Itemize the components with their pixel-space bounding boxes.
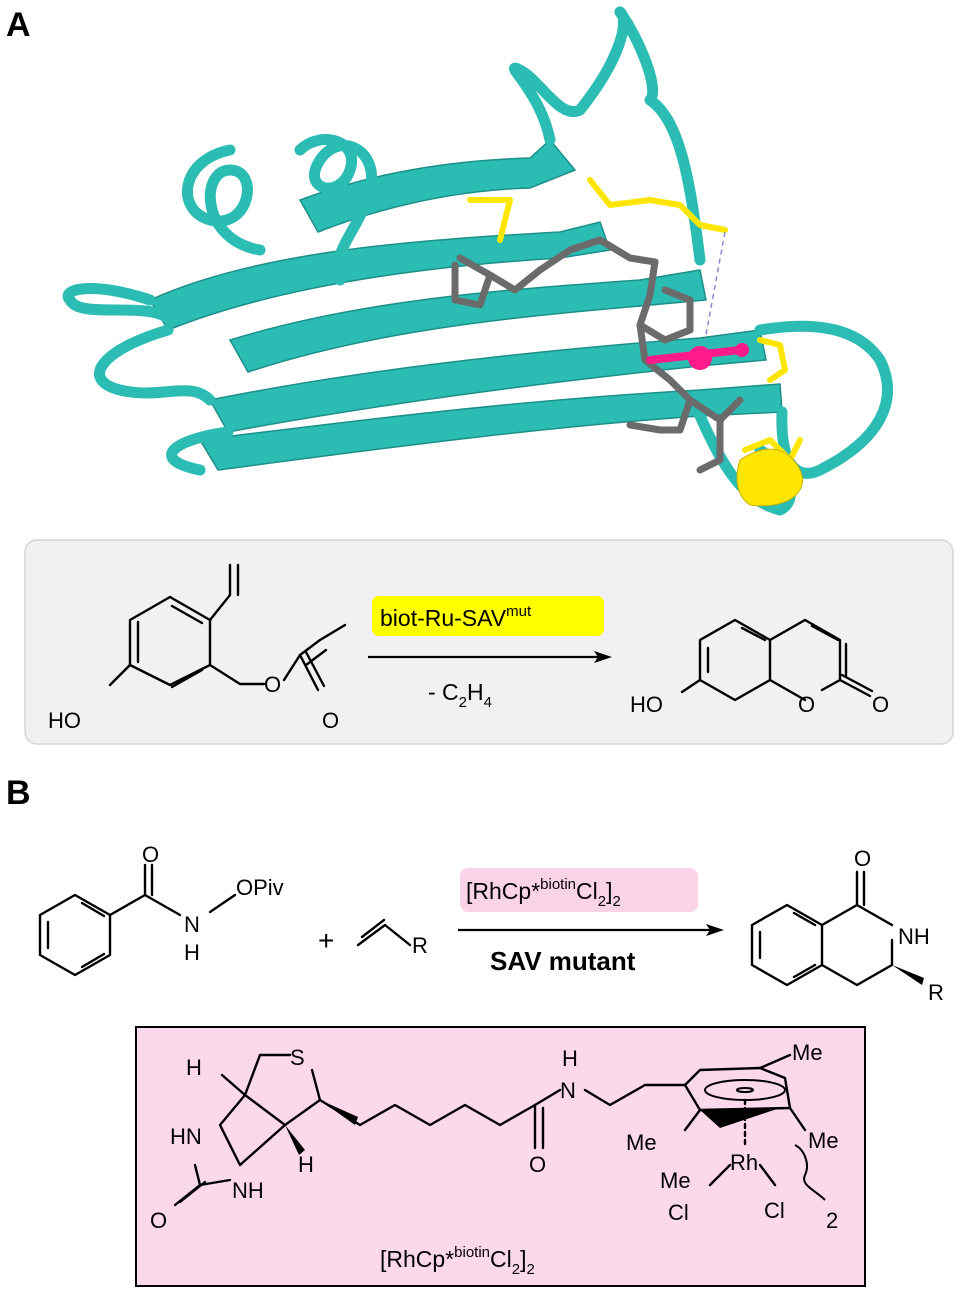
loop-top-1 xyxy=(509,6,630,146)
reaction-b-arrowhead xyxy=(706,924,724,936)
residue-helix-yellow xyxy=(736,448,803,507)
reaction-a-arrowhead xyxy=(594,651,612,663)
product-a-ring-o: O xyxy=(798,692,815,717)
complex-me2: Me xyxy=(626,1130,657,1155)
loop-helix-left xyxy=(181,144,266,256)
residue-right xyxy=(757,337,788,383)
sm-b-h: H xyxy=(184,940,200,965)
complex-s: S xyxy=(290,1045,305,1070)
cp-wedge xyxy=(700,1108,780,1128)
product-b-nh: NH xyxy=(898,924,930,949)
hbond-dashed xyxy=(704,231,726,341)
complex-wedge-chain xyxy=(320,1100,358,1125)
ru-ligand-atom xyxy=(735,343,749,357)
protein-structure xyxy=(62,6,893,516)
substrate-a-ester-o: O xyxy=(264,672,281,697)
sm-b-n: N xyxy=(184,912,200,937)
complex-dimer: 2 xyxy=(826,1208,838,1233)
substrate-a xyxy=(108,563,347,692)
byproduct-a: - C2H4 xyxy=(428,679,492,711)
alkene-b xyxy=(356,918,412,947)
beta-strand-3 xyxy=(208,329,767,433)
ru-ligand-bonds xyxy=(646,346,744,364)
reagent-b-label: [RhCp*biotinCl2]2 xyxy=(466,876,621,910)
complex-nh: NH xyxy=(232,1178,264,1203)
complex-me1: Me xyxy=(792,1040,823,1065)
residue-top xyxy=(467,177,728,243)
complex-h2: H xyxy=(298,1152,314,1177)
product-b-r: R xyxy=(928,980,944,1005)
catalyst-a-label: biot-Ru-SAVmut xyxy=(380,603,532,631)
starting-material-b xyxy=(38,863,237,977)
product-b-carbonyl-o: O xyxy=(854,846,871,871)
loop-top-2 xyxy=(614,6,706,266)
sm-b-opiv: OPiv xyxy=(236,875,284,900)
catalyst-a-highlight xyxy=(372,596,604,636)
complex-box xyxy=(135,1026,866,1287)
loop-left xyxy=(62,283,176,326)
complex-h1: H xyxy=(186,1055,202,1080)
complex-cl2: Cl xyxy=(764,1198,785,1223)
complex-hn: HN xyxy=(170,1124,202,1149)
biotin-rh-complex xyxy=(173,1053,826,1207)
ligand-biotin xyxy=(451,236,659,309)
product-b-wedge xyxy=(892,965,924,985)
alkene-r: R xyxy=(412,933,428,958)
product-a xyxy=(680,618,874,702)
plus-sign: + xyxy=(318,925,334,956)
reagent-b-highlight xyxy=(460,868,698,912)
ligand-aryl xyxy=(626,258,744,474)
sm-b-carbonyl-o: O xyxy=(142,842,159,867)
product-b xyxy=(750,870,894,987)
loop-helix-mid xyxy=(294,134,377,286)
complex-wedge-h xyxy=(285,1125,305,1155)
complex-amide-n: N xyxy=(560,1078,576,1103)
product-a-ho: HO xyxy=(630,692,663,717)
substrate-a-ho: HO xyxy=(48,708,81,733)
complex-me3: Me xyxy=(808,1128,839,1153)
complex-me4: Me xyxy=(660,1168,691,1193)
complex-amide-o: O xyxy=(529,1152,546,1177)
complex-o: O xyxy=(150,1208,167,1233)
loop-bottom xyxy=(166,426,234,476)
complex-caption: [RhCp*biotinCl2]2 xyxy=(380,1244,535,1278)
panel-b-label: B xyxy=(6,774,31,812)
complex-rh: Rh xyxy=(730,1150,758,1175)
beta-strand-2 xyxy=(228,269,707,373)
product-a-carbonyl-o: O xyxy=(872,692,889,717)
loop-left-lower xyxy=(94,324,216,406)
substrate-a-carbonyl-o: O xyxy=(322,708,339,733)
panel-a-label: A xyxy=(6,6,31,44)
residue-bottom xyxy=(742,437,803,463)
condition-b: SAV mutant xyxy=(490,946,636,976)
complex-amide-h: H xyxy=(562,1046,578,1071)
complex-cl1: Cl xyxy=(668,1200,689,1225)
